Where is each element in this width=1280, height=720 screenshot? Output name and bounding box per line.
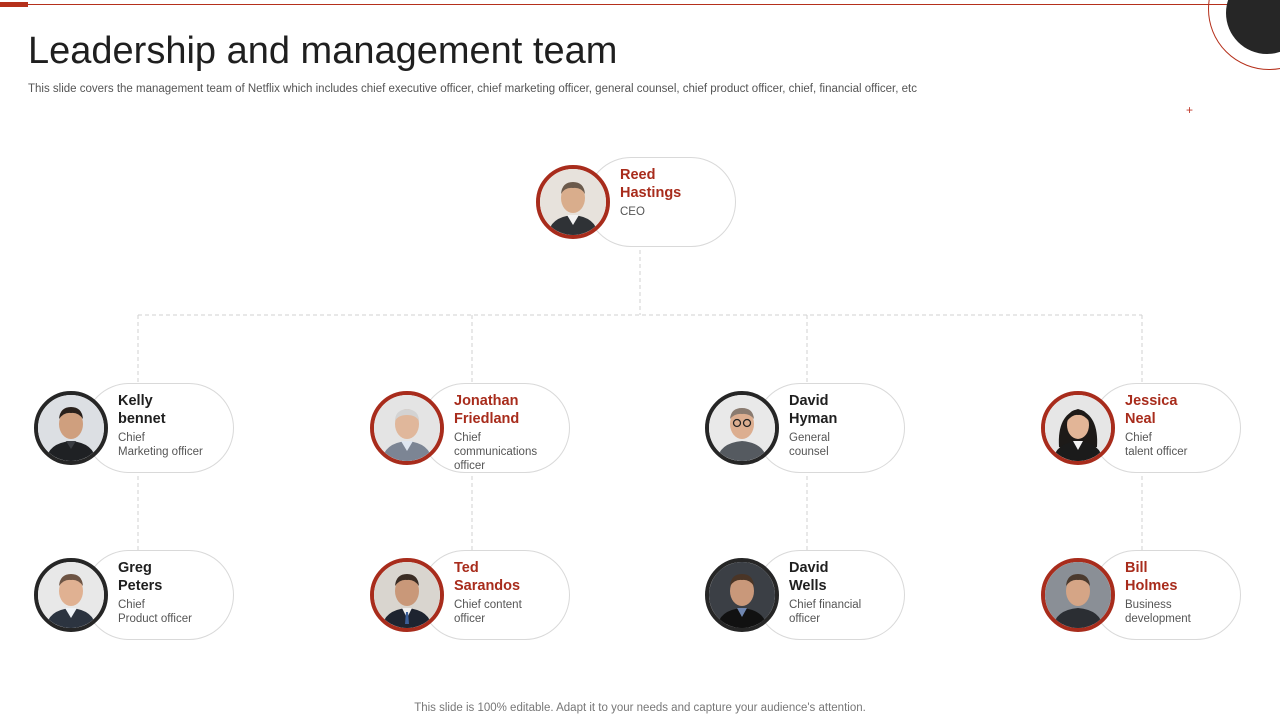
- card-pill: [84, 550, 234, 640]
- avatar: [705, 391, 779, 465]
- card-pill: [84, 383, 234, 473]
- card-pill: [586, 157, 736, 247]
- card-pill: [755, 550, 905, 640]
- page-title: Leadership and management team: [28, 30, 618, 72]
- avatar: [1041, 558, 1115, 632]
- plus-icon: +: [1186, 103, 1194, 117]
- card-pill: [755, 383, 905, 473]
- avatar: [370, 391, 444, 465]
- card-pill: [1091, 550, 1241, 640]
- avatar: [705, 558, 779, 632]
- avatar: [1041, 391, 1115, 465]
- top-rule: [0, 4, 1230, 5]
- avatar: [34, 391, 108, 465]
- avatar: [34, 558, 108, 632]
- person-role: CEO: [620, 206, 645, 218]
- footer-note: This slide is 100% editable. Adapt it to…: [414, 702, 866, 714]
- avatar: [370, 558, 444, 632]
- card-pill: [420, 383, 570, 473]
- card-pill: [420, 550, 570, 640]
- card-pill: [1091, 383, 1241, 473]
- page-subtitle: This slide covers the management team of…: [28, 83, 917, 95]
- avatar: [536, 165, 610, 239]
